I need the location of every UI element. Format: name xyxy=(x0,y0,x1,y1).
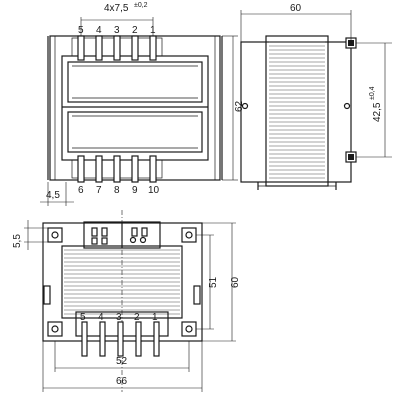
bottom-view-pin-label: 4 xyxy=(98,312,104,323)
bottom-pin-label: 6 xyxy=(78,185,84,196)
top-pin-label: 3 xyxy=(114,25,120,36)
bottom-view-pin-label: 2 xyxy=(134,312,140,323)
corner-hole xyxy=(181,227,197,243)
inner-height-dimension: 51 xyxy=(208,276,219,288)
bottom-pin-label: 9 xyxy=(132,185,138,196)
bottom-view: 5 4 3 2 1 5,5 51 60 52 66 xyxy=(12,210,241,392)
height-dimension: 62 xyxy=(234,100,245,112)
pin-pitch-tolerance: ±0,2 xyxy=(134,2,148,9)
bottom-pin-label: 8 xyxy=(114,185,120,196)
mount-dimension: 42,5 xyxy=(372,102,383,122)
bottom-view-pin-label: 1 xyxy=(152,312,158,323)
corner-hole xyxy=(181,321,197,337)
outer-height-dimension: 60 xyxy=(230,276,241,288)
pin-pitch-dimension: 4x7,5 xyxy=(104,3,129,14)
upper-window xyxy=(67,61,203,103)
top-pin-label: 4 xyxy=(96,25,102,36)
side-view: 60 42,5 ±0,4 xyxy=(240,3,392,190)
bottom-pins xyxy=(77,155,157,183)
top-pins xyxy=(77,35,157,61)
bottom-view-pin-label: 3 xyxy=(116,312,122,323)
side-width-dimension: 60 xyxy=(290,3,302,14)
side-core xyxy=(265,35,329,187)
front-view: 5 4 3 2 1 6 7 8 9 10 4x7,5 ±0,2 62 4,5 xyxy=(40,2,245,206)
mount-hole xyxy=(241,102,249,110)
bottom-view-pins xyxy=(81,321,160,357)
outer-width-dimension: 66 xyxy=(116,376,128,387)
offset-dimension: 4,5 xyxy=(46,190,60,201)
bottom-pin-label: 10 xyxy=(148,185,160,196)
side-frame xyxy=(240,41,352,183)
bottom-pin-label: 7 xyxy=(96,185,102,196)
top-pin-label: 2 xyxy=(132,25,138,36)
side-coil-hatching xyxy=(269,41,325,179)
mount-hole xyxy=(343,102,351,110)
mount-tolerance: ±0,4 xyxy=(369,86,376,100)
bottom-coil-hatching xyxy=(64,249,180,315)
corner-hole xyxy=(47,227,63,243)
lower-window xyxy=(67,111,203,153)
corner-hole xyxy=(47,321,63,337)
front-core xyxy=(61,55,209,161)
bottom-view-pin-label: 5 xyxy=(80,312,86,323)
inner-width-dimension: 52 xyxy=(116,356,128,367)
edge-dimension: 5,5 xyxy=(12,234,23,248)
